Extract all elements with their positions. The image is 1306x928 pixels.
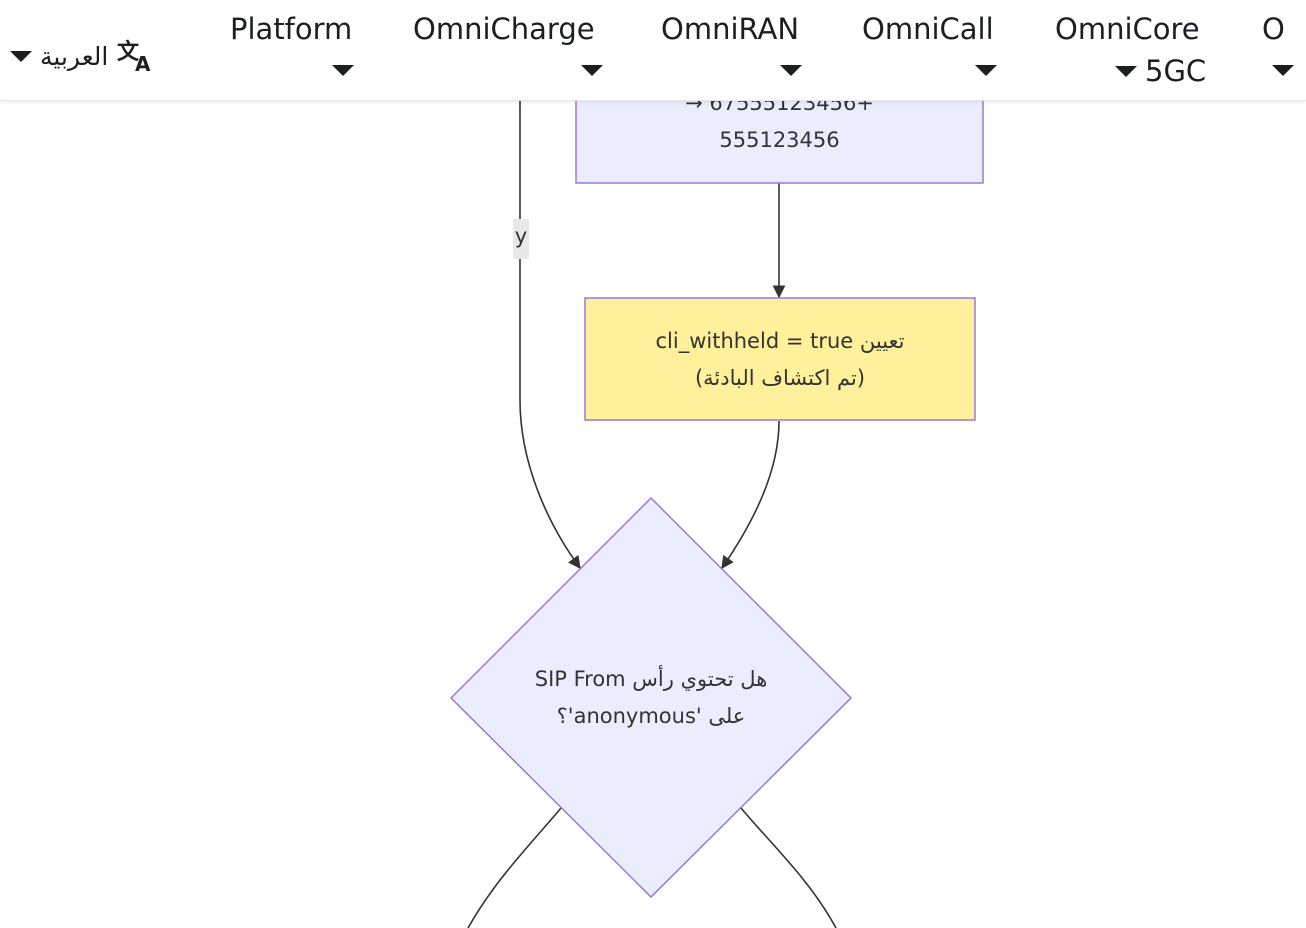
- svg-text:文: 文: [117, 39, 140, 65]
- edge-yes-to-decision: [519, 96, 581, 570]
- edge-withheld-to-decision: [721, 420, 780, 570]
- nav-item-label: Platform: [230, 12, 353, 46]
- nav-item-label: OmniRAN: [661, 12, 800, 46]
- nav-item-label: OmniCall: [862, 12, 994, 46]
- chevron-down-icon: [975, 65, 997, 76]
- nav-item-omnicall[interactable]: OmniCall: [862, 8, 997, 92]
- language-label: العربية: [40, 41, 109, 71]
- language-dropdown[interactable]: العربية 文 A: [10, 34, 154, 78]
- node-decision-label: هل تحتوي رأس SIP From على 'anonymous'؟: [471, 660, 831, 736]
- node-set-withheld-line2: (تم اكتشاف البادئة): [694, 366, 866, 390]
- nav-item-label: O: [1262, 12, 1285, 46]
- chevron-down-icon: [10, 50, 32, 62]
- node-set-withheld-box: [584, 297, 976, 421]
- chevron-down-icon: [332, 65, 354, 76]
- nav-item-sublabel: 5GC: [1145, 54, 1207, 88]
- node-decision-line2: على 'anonymous'؟: [556, 704, 746, 728]
- chevron-down-icon: [780, 65, 802, 76]
- top-navbar: العربية 文 A Platform OmniCharge OmniRAN …: [0, 0, 1306, 101]
- chevron-down-icon: [1115, 65, 1137, 77]
- nav-item-omniran[interactable]: OmniRAN: [661, 8, 802, 92]
- edge-label-yes: y: [513, 219, 529, 259]
- node-decision-line1: هل تحتوي رأس SIP From: [534, 667, 768, 691]
- nav-item-label: OmniCharge: [413, 12, 595, 46]
- edge-decision-out-left: [467, 807, 562, 928]
- node-normalize-line2: 555123456: [719, 128, 840, 152]
- node-set-withheld-label: تعيين cli_withheld = true (تم اكتشاف الب…: [585, 322, 975, 398]
- node-set-withheld-line1: تعيين cli_withheld = true: [655, 329, 905, 353]
- chevron-down-icon: [1272, 65, 1294, 76]
- edge-decision-out-right: [740, 807, 837, 928]
- nav-item-omnicharge[interactable]: OmniCharge: [413, 8, 603, 92]
- chevron-down-icon: [581, 65, 603, 76]
- node-decision-diamond: [450, 497, 852, 898]
- nav-item-truncated[interactable]: O: [1262, 8, 1294, 92]
- translate-icon: 文 A: [116, 39, 154, 76]
- nav-item-omnicore[interactable]: OmniCore 5GC: [1055, 8, 1206, 92]
- nav-item-label: OmniCore: [1055, 12, 1200, 46]
- nav-item-platform[interactable]: Platform: [230, 8, 354, 92]
- svg-text:A: A: [135, 52, 151, 73]
